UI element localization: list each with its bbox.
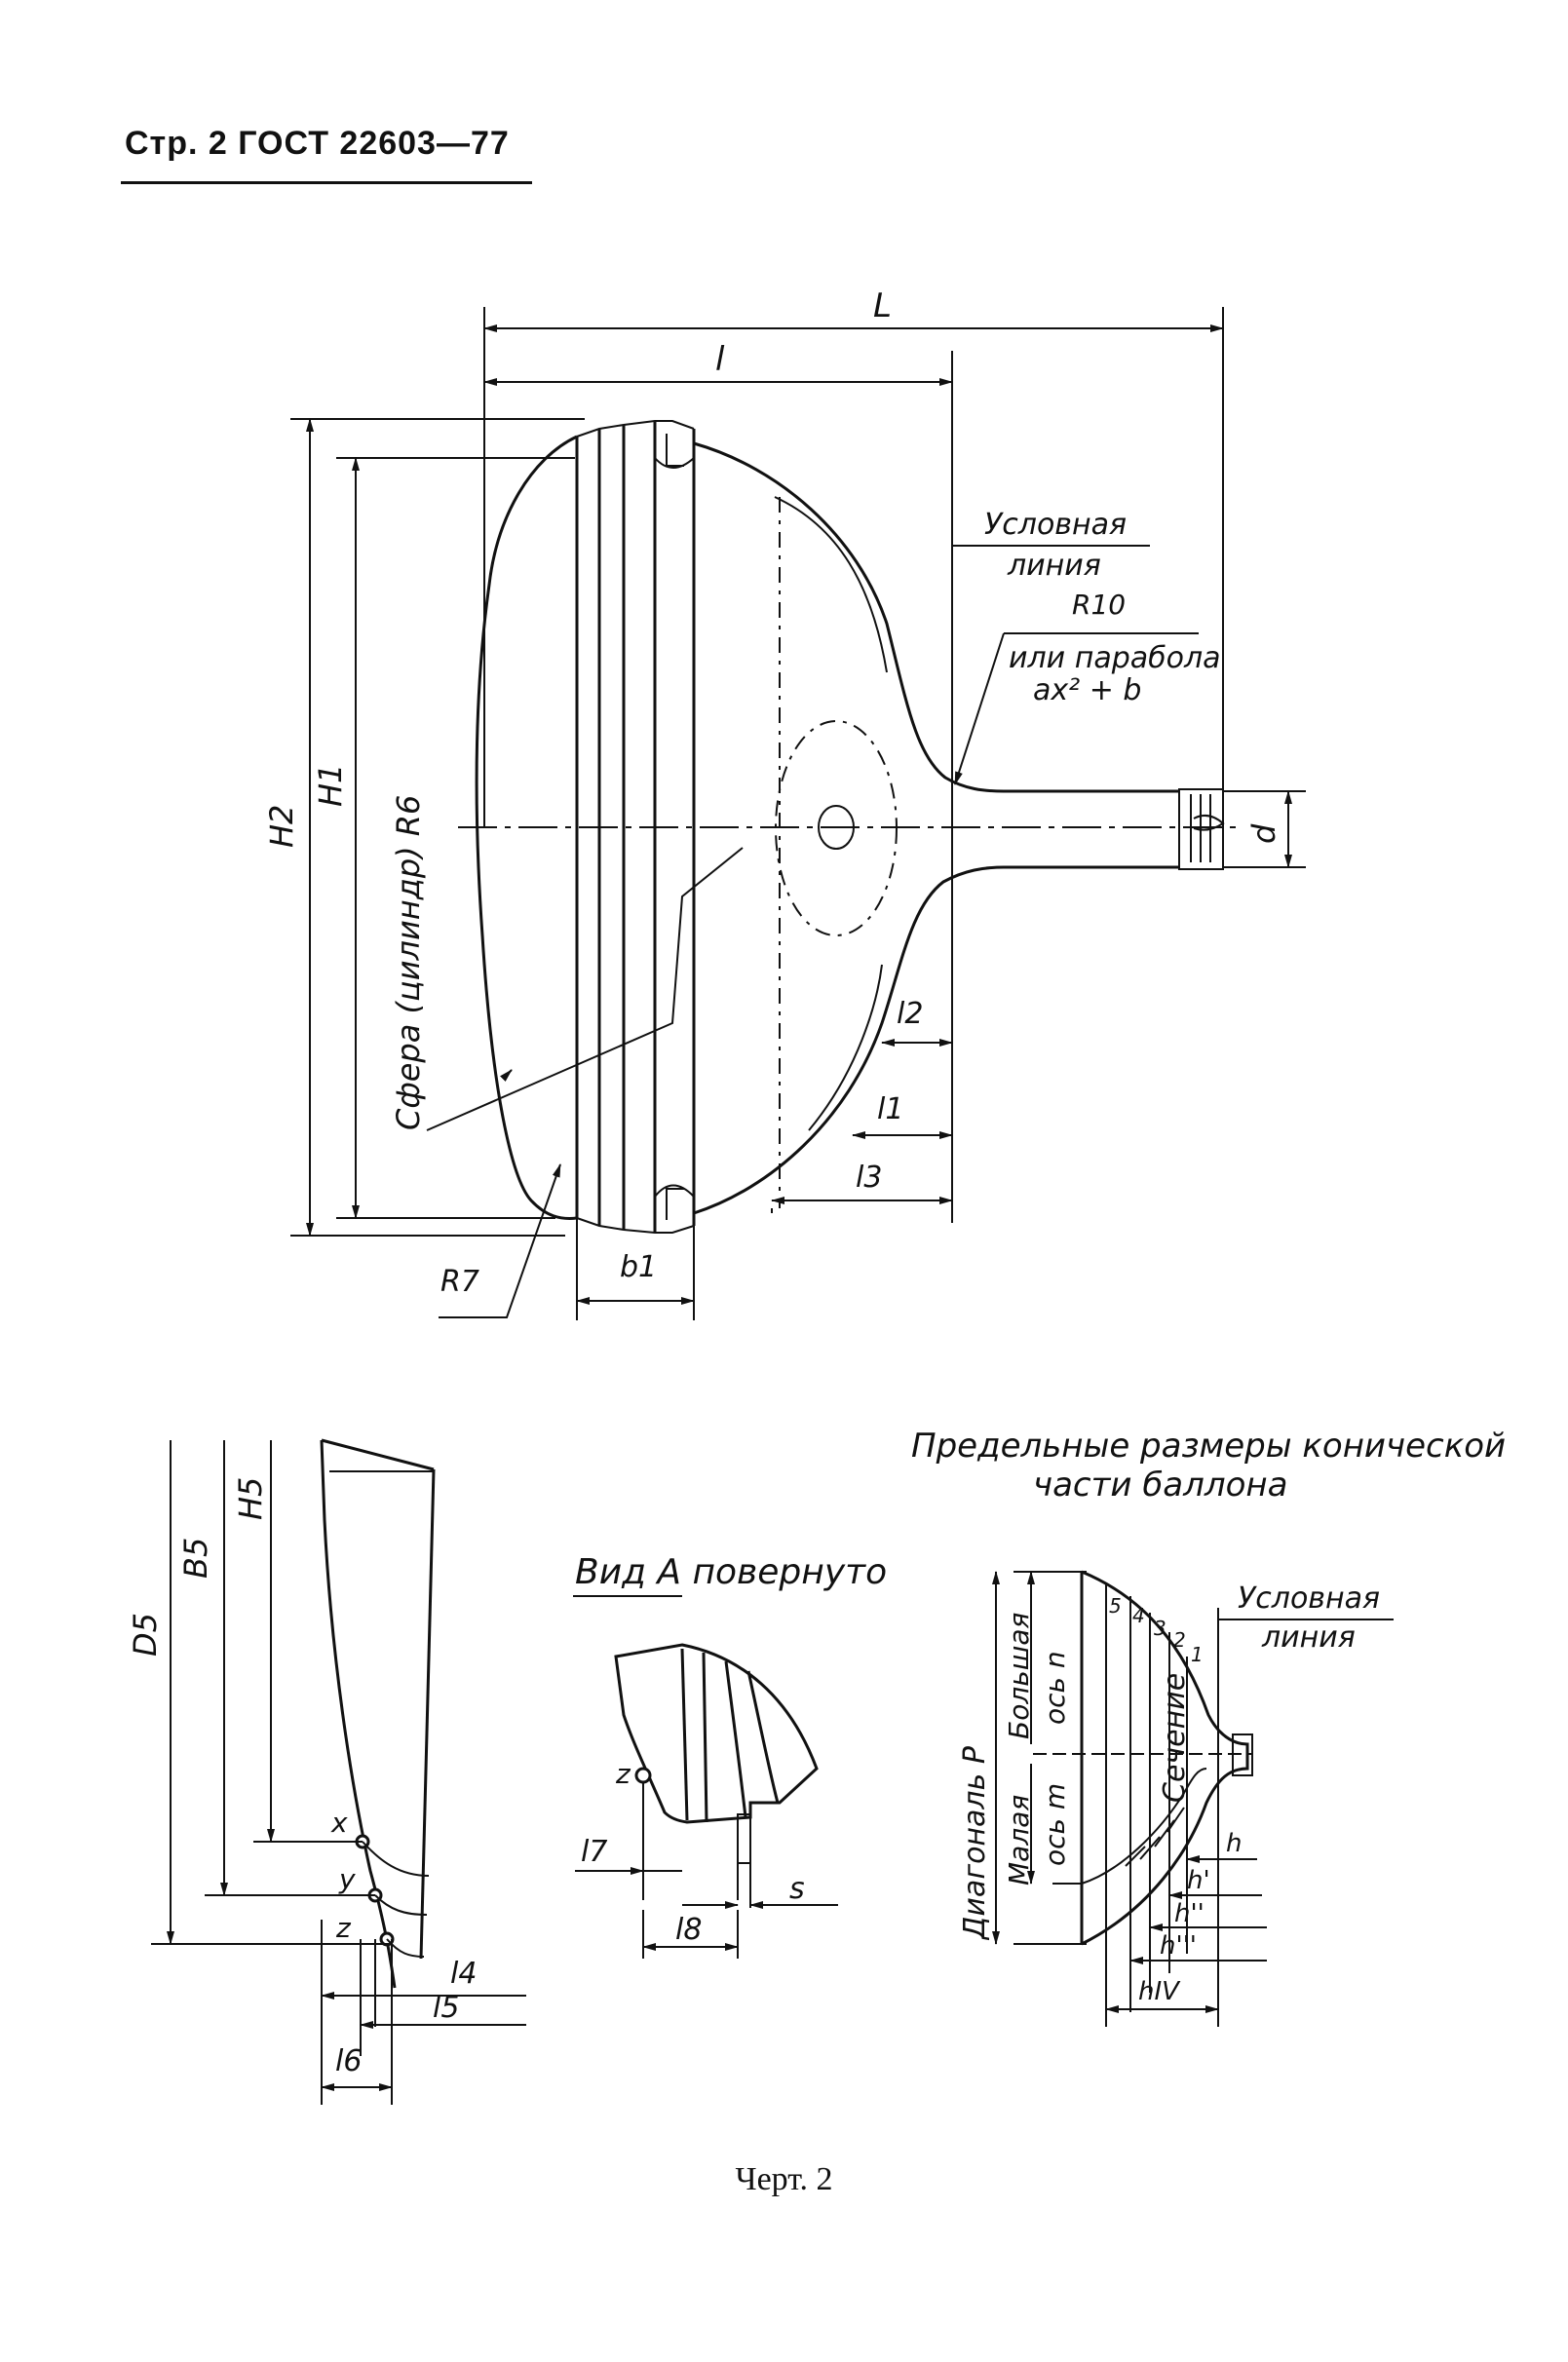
point-z-label: z <box>335 1912 352 1944</box>
major-axis-label-1: Большая <box>1003 1613 1035 1739</box>
cone-title-1: Предельные размеры конической <box>911 1427 1506 1466</box>
dim-l5-label: l5 <box>433 1991 459 2025</box>
dim-l3-label: l3 <box>856 1161 882 1195</box>
dim-d-label: d <box>1245 823 1282 844</box>
dim-L-label: L <box>873 286 892 325</box>
diagonal-P-label: Диагональ P <box>958 1745 992 1941</box>
view-a-z-label: z <box>615 1758 631 1790</box>
cone-conditional-2: линия <box>1261 1620 1356 1655</box>
dim-R7-label: R7 <box>440 1265 479 1299</box>
view-a-title: Вид А повернуто <box>575 1552 887 1592</box>
dim-l6-label: l6 <box>335 2044 362 2078</box>
dim-l2-label: l2 <box>897 997 923 1031</box>
dim-h4-label: hIV <box>1138 1977 1181 2006</box>
minor-axis-label-1: Малая <box>1003 1795 1035 1886</box>
minor-axis-label-2: ось m <box>1039 1783 1071 1866</box>
figure-caption: Черт. 2 <box>735 2161 833 2197</box>
dim-D5-label: D5 <box>127 1613 164 1657</box>
dim-l7-label: l7 <box>581 1835 607 1869</box>
cone-section-drawing <box>992 1570 1394 2027</box>
section-3-label: 3 <box>1154 1617 1166 1640</box>
sphere-cylinder-R6-note: Сфера (цилиндр) R6 <box>390 795 427 1130</box>
dim-l1-label: l1 <box>877 1092 903 1126</box>
dim-l-label: l <box>715 340 725 379</box>
cone-conditional-1: Условная <box>1238 1581 1380 1616</box>
cone-title-2: части баллона <box>1033 1466 1287 1505</box>
left-detail-drawing <box>151 1438 526 2105</box>
main-drawing <box>290 307 1306 1320</box>
dim-h3-label: h''' <box>1160 1931 1197 1961</box>
note-conditional-line-1: Условная <box>984 508 1127 542</box>
note-parabola-2: ax² + b <box>1033 673 1141 707</box>
section-4-label: 4 <box>1132 1604 1145 1627</box>
major-axis-label-2: ось n <box>1039 1651 1071 1725</box>
dim-l4-label: l4 <box>450 1957 477 1991</box>
dim-B5-label: B5 <box>177 1538 214 1579</box>
dim-H1-label: H1 <box>312 764 349 807</box>
section-label: Сечение <box>1158 1673 1192 1803</box>
dim-H2-label: H2 <box>263 805 300 848</box>
dim-h1-label: h' <box>1187 1866 1210 1895</box>
header-rule <box>121 181 532 184</box>
dim-s-label: s <box>789 1872 805 1906</box>
note-conditional-line-2: линия <box>1007 549 1101 583</box>
section-1-label: 1 <box>1191 1643 1204 1666</box>
dim-b1-label: b1 <box>620 1250 657 1284</box>
section-5-label: 5 <box>1109 1594 1122 1618</box>
dim-h2-label: h'' <box>1174 1899 1205 1928</box>
dim-H5-label: H5 <box>232 1477 269 1520</box>
dim-l8-label: l8 <box>675 1913 702 1947</box>
point-x-label: x <box>330 1807 348 1839</box>
dim-h-label: h <box>1226 1829 1242 1858</box>
section-2-label: 2 <box>1173 1628 1186 1652</box>
note-R10: R10 <box>1072 589 1126 621</box>
page-header: Стр. 2 ГОСТ 22603—77 <box>125 125 510 162</box>
note-parabola-1: или парабола <box>1009 641 1221 675</box>
view-a-drawing <box>573 1595 838 1959</box>
point-y-label: y <box>338 1863 356 1895</box>
